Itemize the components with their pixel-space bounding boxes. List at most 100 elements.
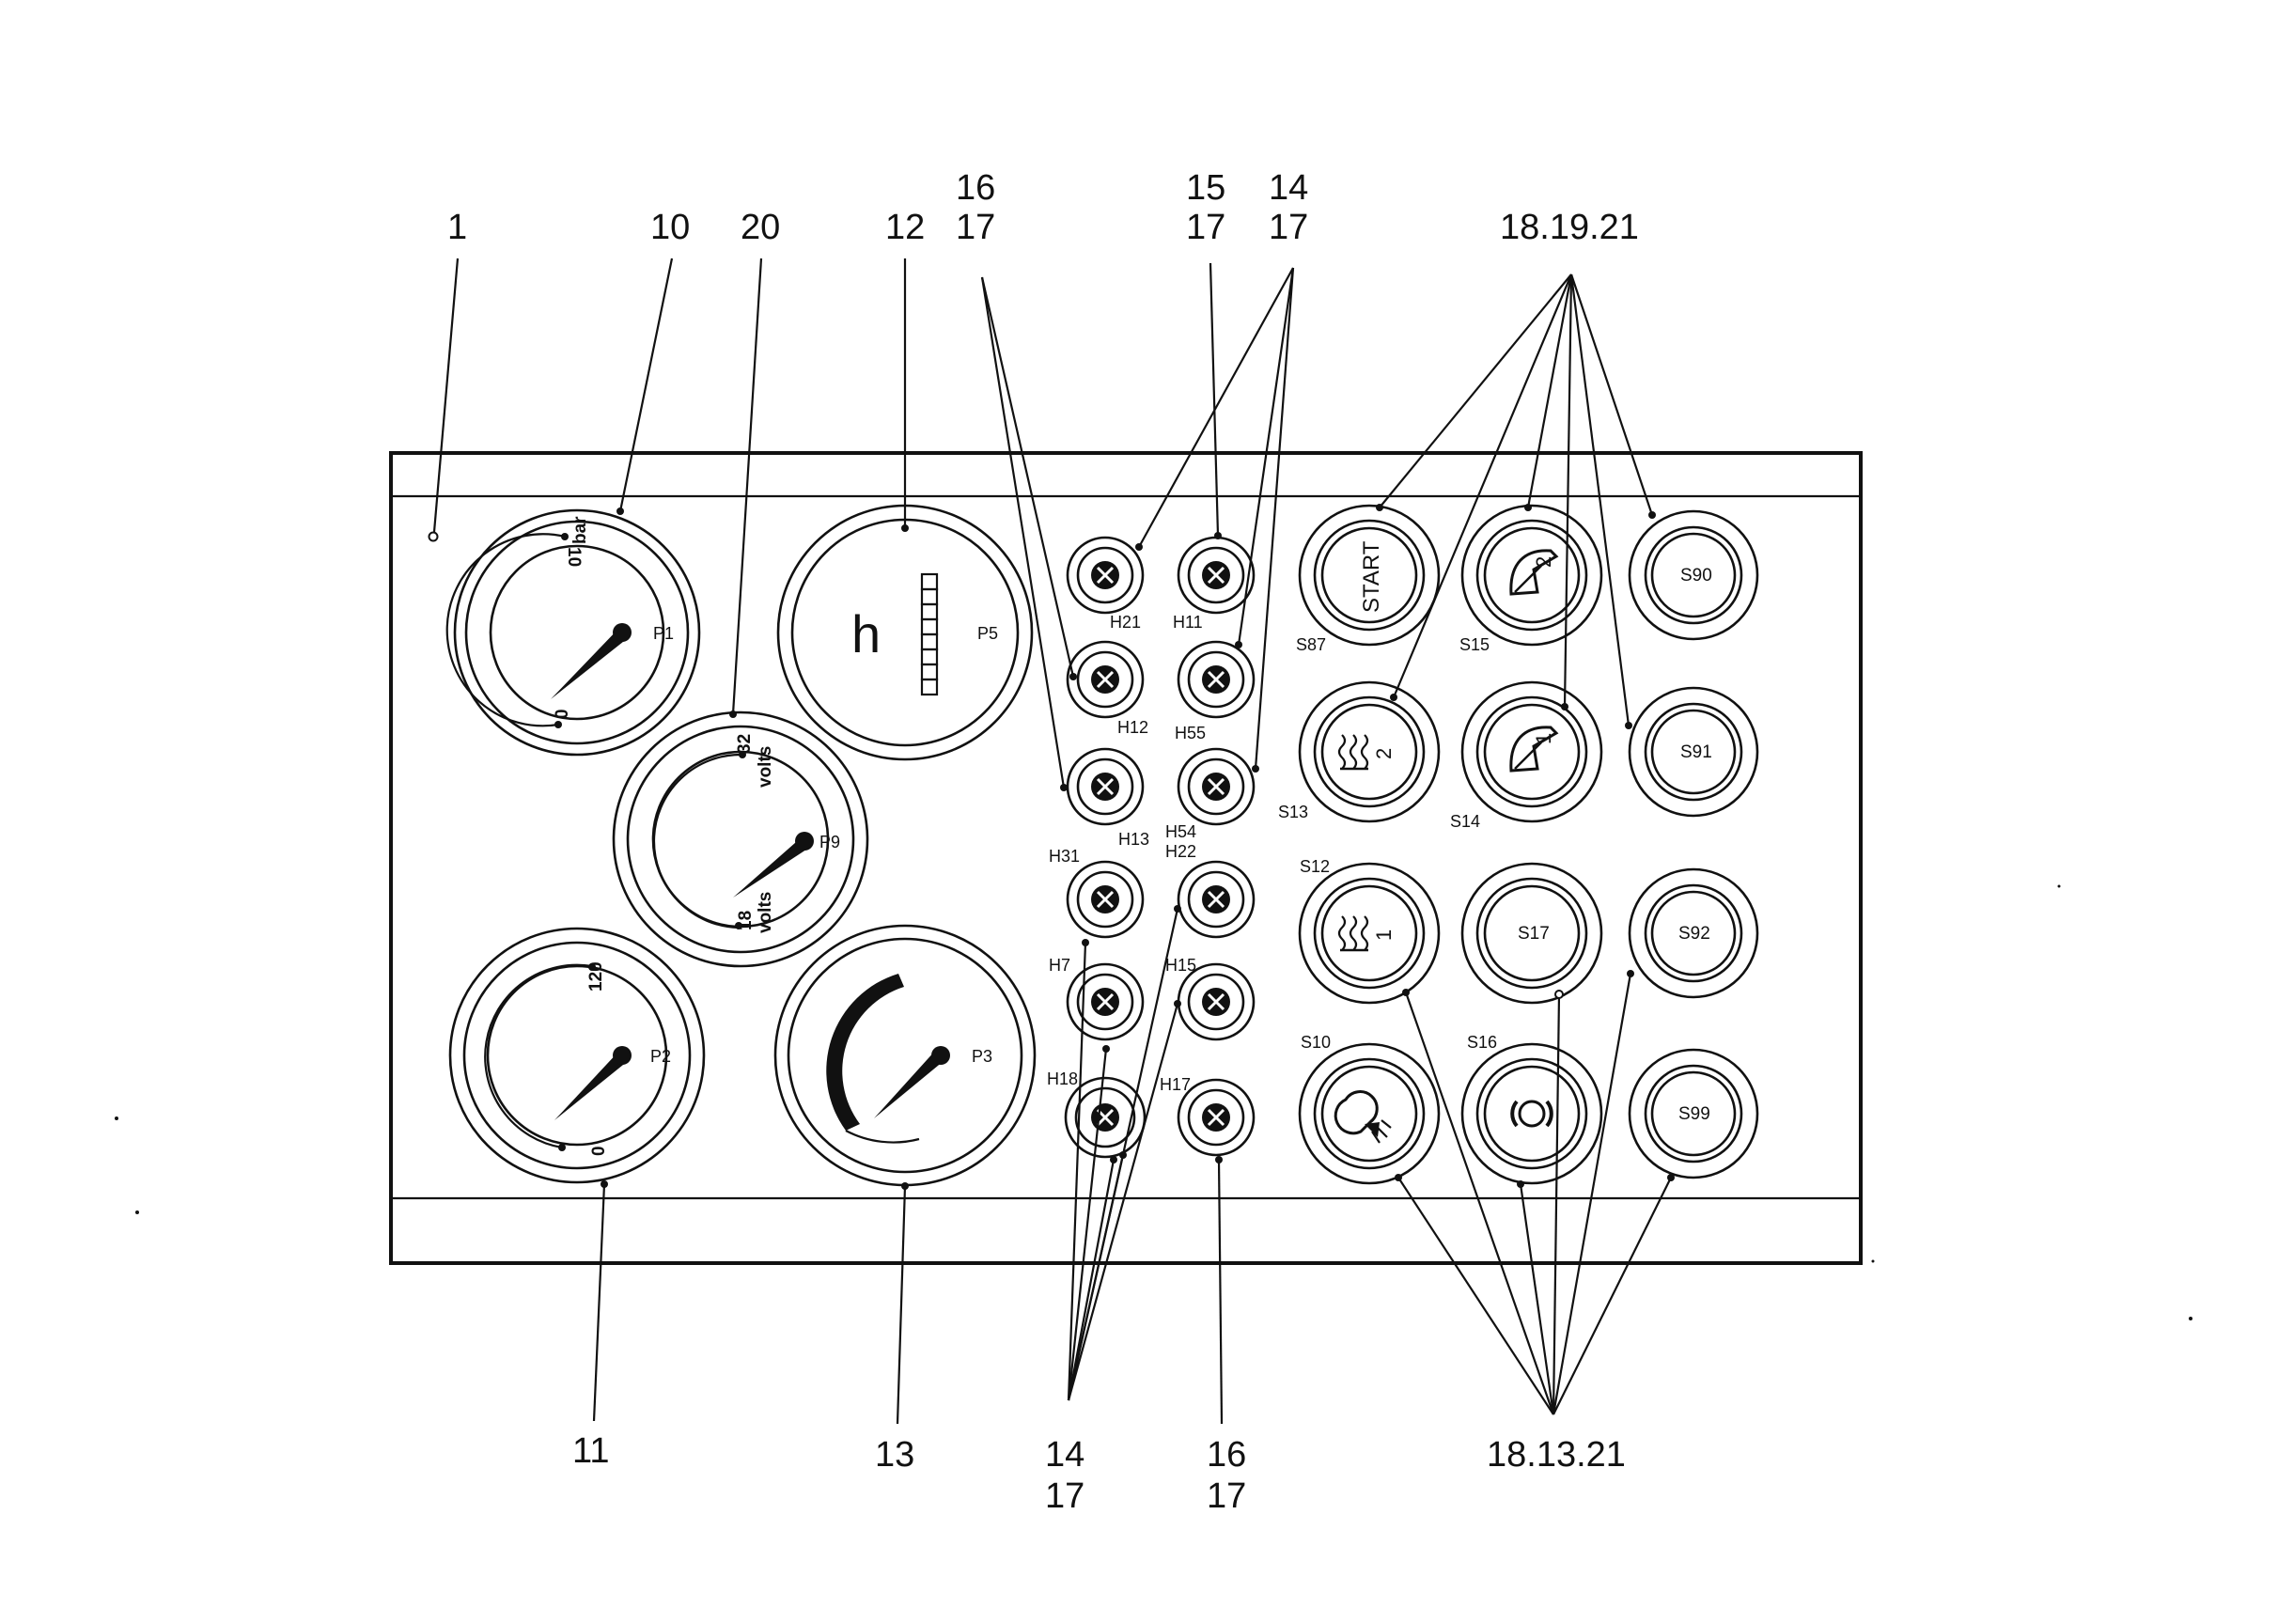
gauge-needle <box>551 627 628 699</box>
warning-lamp-h31: H31 <box>1049 847 1145 939</box>
voltage-gauge-p9: P9 32 volts 18 volts <box>612 710 869 968</box>
hour-counter-digits <box>920 572 939 696</box>
hour-meter-p5: h P5 <box>776 504 1034 761</box>
switch-s17[interactable]: S17 <box>1460 862 1603 1005</box>
warning-lamp-h12: H12 <box>1066 640 1148 737</box>
switch-s15-wiper-2[interactable]: 2 S15 <box>1459 504 1603 654</box>
warning-lamp-h13: H13 <box>1066 747 1149 849</box>
switch-s13-heater-2[interactable]: 2 S13 <box>1278 680 1441 823</box>
gauge-min-value: 0 <box>553 709 572 719</box>
gauge-unit: bar <box>570 516 590 544</box>
switch-label: S15 <box>1459 635 1490 654</box>
work-light-icon <box>1334 1090 1392 1144</box>
pressure-gauge-p1: P1 10 bar 0 <box>445 508 701 757</box>
callout-16-top-b: 17 <box>956 208 995 247</box>
instrument-panel <box>389 451 1863 1265</box>
callout-13: 13 <box>875 1435 914 1475</box>
gauge-max-value: 10 <box>564 547 584 567</box>
gauge-label: P9 <box>819 833 840 851</box>
icon-digit: 2 <box>1372 748 1396 759</box>
switch-label: S14 <box>1450 812 1480 831</box>
fuel-gauge-p3: P3 <box>773 924 1037 1187</box>
heater-1-icon: 1 <box>1337 915 1396 952</box>
callout-10: 10 <box>650 208 690 247</box>
gauge-label: P3 <box>972 1047 992 1066</box>
callout-14-bot-b: 17 <box>1045 1476 1084 1516</box>
switch-label: S12 <box>1300 857 1330 876</box>
lamp-label: H17 <box>1160 1075 1191 1094</box>
warning-lamps: H21 H11 H12 H55 H13 <box>1047 536 1256 1159</box>
heater-2-icon: 2 <box>1337 734 1396 771</box>
gauge-max-value: 120 <box>586 961 606 992</box>
callout-15-a: 15 <box>1186 168 1225 208</box>
icon-digit: 1 <box>1372 929 1396 941</box>
switch-label: S10 <box>1301 1033 1331 1052</box>
rotating-beacon-icon <box>1510 1100 1553 1128</box>
wiper-2-icon: 2 <box>1509 549 1559 596</box>
temperature-gauge-p2: P2 120 0 <box>448 927 706 1184</box>
switch-label: S91 <box>1680 742 1712 762</box>
gauge-needle <box>554 1050 628 1120</box>
lamp-label: H13 <box>1118 830 1149 849</box>
icon-digit: 2 <box>1532 556 1555 568</box>
lamp-label: H11 <box>1173 613 1203 632</box>
gauge-label: P2 <box>650 1047 671 1066</box>
gauge-scale-band <box>826 974 904 1131</box>
switch-label: S17 <box>1518 924 1550 944</box>
lamp-label: H55 <box>1175 724 1206 742</box>
gauge-label: P5 <box>977 624 998 643</box>
callout-15-b: 17 <box>1186 208 1225 247</box>
gauge-needle <box>733 835 809 898</box>
warning-lamp-h22: H22 <box>1165 842 1256 939</box>
gauge-needle <box>874 1050 944 1118</box>
warning-lamp-h7: H7 <box>1049 956 1145 1041</box>
switch-s16-rotating-beacon[interactable]: S16 <box>1460 1033 1603 1185</box>
warning-lamp-h17: H17 <box>1160 1075 1256 1157</box>
gauge-unit-max: volts <box>756 746 775 788</box>
callout-16-bot-b: 17 <box>1207 1476 1246 1516</box>
switch-s99[interactable]: S99 <box>1628 1048 1759 1179</box>
start-text: START <box>1359 540 1384 613</box>
switch-s10-work-light[interactable]: S10 <box>1298 1033 1441 1185</box>
wiper-1-icon: 1 <box>1509 726 1559 773</box>
warning-lamp-h15: H15 <box>1165 956 1256 1041</box>
lamp-label: H7 <box>1049 956 1070 975</box>
callout-14-top-a: 14 <box>1269 168 1308 208</box>
scan-specks <box>115 884 2192 1320</box>
switch-label: S92 <box>1678 924 1710 944</box>
callout-18-13-21: 18.13.21 <box>1487 1435 1626 1475</box>
switch-label: S99 <box>1678 1104 1710 1124</box>
gauge-min-value: 0 <box>589 1146 609 1156</box>
switch-s92[interactable]: S92 <box>1628 867 1759 999</box>
callout-11: 11 <box>572 1431 609 1471</box>
switch-s14-wiper-1[interactable]: 1 S14 <box>1450 680 1603 831</box>
gauge-min-value: 18 <box>736 911 756 930</box>
switch-label: S87 <box>1296 635 1326 654</box>
callout-16-bot-a: 16 <box>1207 1435 1246 1475</box>
switch-s91[interactable]: S91 <box>1628 686 1759 818</box>
gauge-max-value: 32 <box>735 734 755 754</box>
callout-12: 12 <box>885 208 925 247</box>
switch-bank: START S87 2 S15 S90 2 S13 <box>1278 504 1759 1185</box>
callout-1: 1 <box>447 208 467 247</box>
gauge-label: P1 <box>653 624 674 643</box>
switch-label: S90 <box>1680 566 1712 586</box>
lamp-label: H21 <box>1110 613 1141 632</box>
switch-label: S13 <box>1278 803 1308 821</box>
lamp-label: H22 <box>1165 842 1196 861</box>
warning-lamp-h54: H54 <box>1165 747 1256 841</box>
callout-16-top-a: 16 <box>956 168 995 208</box>
switch-label: S16 <box>1467 1033 1497 1052</box>
lamp-label: H15 <box>1165 956 1196 975</box>
switch-s87-start[interactable]: START S87 <box>1296 504 1441 654</box>
lamp-label: H12 <box>1117 718 1148 737</box>
switch-s12-heater-1[interactable]: 1 S12 <box>1298 857 1441 1005</box>
icon-digit: 1 <box>1532 733 1555 744</box>
switch-s90[interactable]: S90 <box>1628 509 1759 641</box>
gauge-unit-min: volts <box>756 892 775 933</box>
lamp-label: H54 <box>1165 822 1196 841</box>
panel-reference-point <box>428 531 439 542</box>
callout-labels: 1 10 20 12 16 17 15 17 14 17 18.19.21 11… <box>447 168 1639 1516</box>
warning-lamp-h21: H21 <box>1066 536 1145 632</box>
